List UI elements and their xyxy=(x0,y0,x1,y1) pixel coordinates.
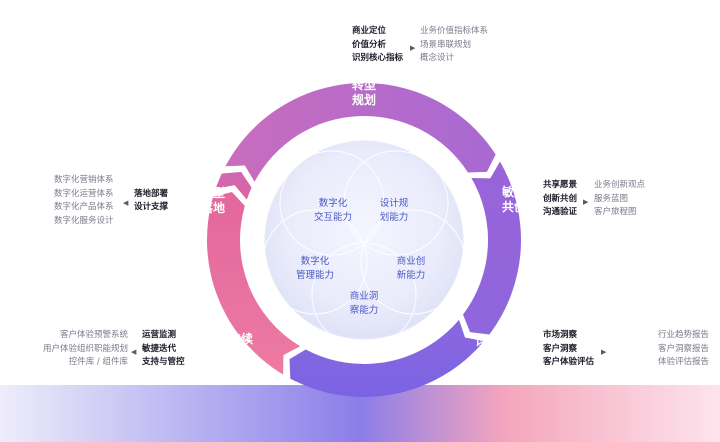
right-bottom-keys: 市场洞察 客户洞察 客户体验评估 xyxy=(543,329,594,370)
right-bottom-subs: 行业趋势报告 客户洞察报告 体验评估报告 xyxy=(609,329,709,370)
right-bottom-annotation-block: 市场洞察 客户洞察 客户体验评估 ▶ 行业趋势报告 客户洞察报告 体验评估报告 xyxy=(543,329,713,371)
left-top-pointer-icon: ◀ xyxy=(123,199,129,207)
ring-segment-left-bottom xyxy=(207,191,301,375)
segment-left-top-title-line2: 落地 xyxy=(201,200,225,215)
left-top-sub-2: 数字化运营体系 xyxy=(54,188,114,199)
ring-segment-top xyxy=(225,82,496,182)
left-top-sub-1: 数字化营销体系 xyxy=(54,175,114,185)
segment-left-bottom-title-line1: 持续 xyxy=(229,331,253,346)
right-top-key-3: 沟通验证 xyxy=(543,207,578,218)
right-bottom-sub-3: 体验评估报告 xyxy=(657,357,709,368)
right-bottom-pointer-icon: ▶ xyxy=(601,348,607,356)
left-bottom-sub-3: 控件库 / 组件库 xyxy=(68,357,128,368)
left-bottom-key-2: 敏捷迭代 xyxy=(142,343,177,354)
segment-top-title-line1: 转型 xyxy=(352,77,376,92)
top-keys: 商业定位 价值分析 识别核心指标 xyxy=(352,25,403,66)
venn-circle-mid-right xyxy=(360,209,466,315)
right-bottom-sub-2: 客户洞察报告 xyxy=(657,343,709,354)
inner-capability-circle xyxy=(264,140,464,340)
top-pointer-icon: ▶ xyxy=(410,44,416,52)
top-annotation-block: 商业定位 价值分析 识别核心指标 ▶ 业务价值指标体系 场景串联规划 概念设计 xyxy=(352,25,512,67)
left-top-subs: 数字化营销体系 数字化运营体系 数字化产品体系 数字化服务设计 xyxy=(54,174,114,228)
right-top-subs: 业务创新观点 服务蓝图 客户旅程图 xyxy=(594,179,645,220)
right-top-pointer-icon: ▶ xyxy=(583,198,589,206)
segment-left-top-title-line1: 转型 xyxy=(201,185,225,200)
capability-mid-right-line1: 商业创 xyxy=(397,255,426,267)
right-bottom-key-3: 客户体验评估 xyxy=(543,357,595,368)
capability-mid-right-line2: 新能力 xyxy=(397,269,426,281)
right-top-key-2: 创新共创 xyxy=(543,193,578,204)
segment-top-title-line2: 规划 xyxy=(352,92,376,107)
venn-circle-top-left xyxy=(279,150,385,256)
left-bottom-sub-2: 用户体验组织职能规划 xyxy=(42,343,128,354)
capability-top-left-line2: 交互能力 xyxy=(314,211,352,223)
left-top-key-1: 落地部署 xyxy=(134,188,169,199)
left-bottom-pointer-icon: ◀ xyxy=(131,348,137,356)
left-top-sub-3: 数字化产品体系 xyxy=(54,202,114,213)
venn-circle-mid-left xyxy=(262,209,368,315)
top-key-3: 识别核心指标 xyxy=(352,53,404,64)
ring xyxy=(207,82,522,397)
left-bottom-sub-1: 客户体验预警系统 xyxy=(59,330,128,340)
capability-bottom-line1: 商业洞 xyxy=(350,290,379,302)
left-bottom-annotation-block: 客户体验预警系统 用户体验组织职能规划 控件库 / 组件库 ◀ 运营监测 敏捷迭… xyxy=(20,329,190,371)
left-bottom-subs: 客户体验预警系统 用户体验组织职能规划 控件库 / 组件库 xyxy=(20,329,128,370)
ring-segment-right-top xyxy=(463,161,522,335)
capability-mid-left-line2: 管理能力 xyxy=(296,269,334,281)
left-top-sub-4: 数字化服务设计 xyxy=(54,215,114,226)
right-top-keys: 共享愿景 创新共创 沟通验证 xyxy=(543,179,577,220)
left-bottom-key-1: 运营监测 xyxy=(142,330,177,340)
left-top-key-2: 设计支撑 xyxy=(134,202,169,213)
segment-right-bottom-title-line2: 评估 xyxy=(475,348,499,363)
segment-right-top-title-line2: 共创 xyxy=(502,199,526,214)
capability-top-right-line1: 设计规 xyxy=(380,197,409,209)
left-top-annotation-block: 数字化营销体系 数字化运营体系 数字化产品体系 数字化服务设计 ◀ 落地部署 设… xyxy=(54,174,184,230)
top-key-2: 价值分析 xyxy=(352,39,387,50)
top-sub-3: 概念设计 xyxy=(420,53,455,64)
top-key-1: 商业定位 xyxy=(352,26,387,36)
capability-top-left-line1: 数字化 xyxy=(319,197,348,209)
right-top-sub-1: 业务创新观点 xyxy=(594,180,646,190)
right-bottom-sub-1: 行业趋势报告 xyxy=(657,330,709,340)
capability-top-right-line2: 划能力 xyxy=(380,211,409,223)
right-top-annotation-block: 共享愿景 创新共创 沟通验证 ▶ 业务创新观点 服务蓝图 客户旅程图 xyxy=(543,179,713,221)
right-top-sub-3: 客户旅程图 xyxy=(594,207,637,218)
top-sub-1: 业务价值指标体系 xyxy=(420,26,489,36)
segment-right-bottom-title-line1: 诊断 xyxy=(475,333,499,348)
top-sub-2: 场景串联规划 xyxy=(420,39,472,50)
top-subs: 业务价值指标体系 场景串联规划 概念设计 xyxy=(420,25,488,66)
left-bottom-keys: 运营监测 敏捷迭代 支持与管控 xyxy=(142,329,185,370)
right-bottom-key-1: 市场洞察 xyxy=(543,330,578,340)
venn-circle-bottom xyxy=(311,242,417,348)
venn-circle-top-right xyxy=(343,150,449,256)
left-bottom-key-3: 支持与管控 xyxy=(142,357,185,368)
capability-bottom-line2: 察能力 xyxy=(350,304,379,316)
right-bottom-key-2: 客户洞察 xyxy=(543,343,578,354)
segment-left-bottom-title-line2: 改进 xyxy=(229,346,253,361)
right-top-key-1: 共享愿景 xyxy=(543,180,578,190)
right-top-sub-2: 服务蓝图 xyxy=(594,193,629,204)
segment-right-top-title-line1: 敏捷 xyxy=(501,184,527,199)
left-top-keys: 落地部署 设计支撑 xyxy=(134,188,168,215)
capability-mid-left-line1: 数字化 xyxy=(301,255,330,267)
venn-circles xyxy=(262,150,466,348)
ring-segment-left-top xyxy=(215,171,252,200)
ring-segment-right-bottom xyxy=(289,319,485,397)
